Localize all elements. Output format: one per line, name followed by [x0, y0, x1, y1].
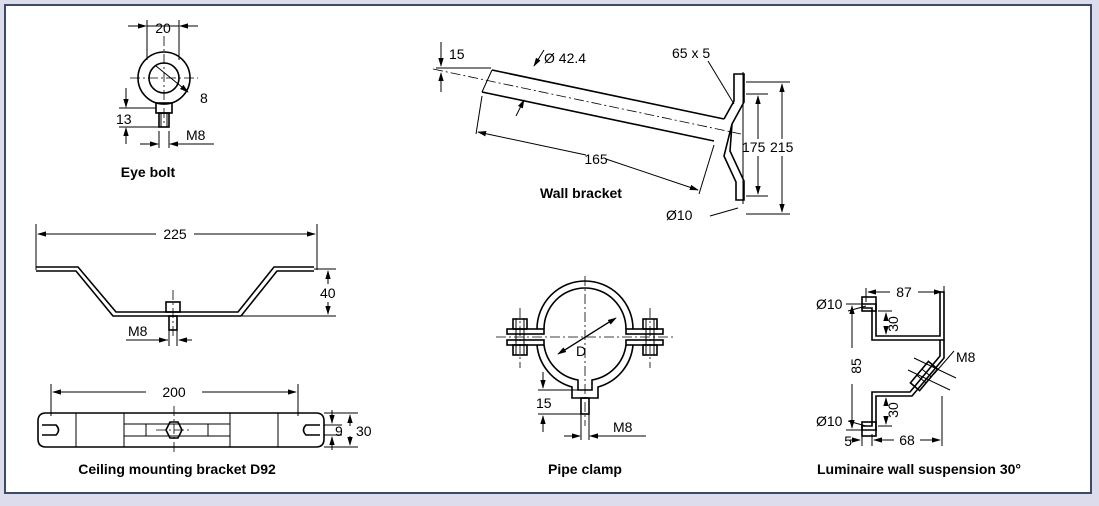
susp-bottom-hole-dim: Ø10: [816, 413, 843, 429]
ceiling-bottom-width-dim: 200: [162, 384, 186, 400]
threaded-stud: [580, 397, 590, 415]
eye-shank-dim: 13: [116, 111, 132, 127]
wall-plate: [723, 73, 745, 201]
susp-height-dim: 85: [848, 358, 864, 374]
dimension-arrow: [533, 49, 545, 67]
dimension-arrow: [605, 158, 699, 191]
extension-line: [698, 144, 715, 195]
eye-bolt-drawing: 20 8 13 M8 Eye bolt: [116, 20, 214, 180]
wall-inner-dim: 175: [742, 139, 766, 155]
ceiling-depth-dim: 30: [356, 423, 372, 439]
pipe-clamp-drawing: D 15 M8 Pipe clamp: [496, 276, 674, 477]
wall-length-dim: 165: [584, 151, 608, 167]
tube-top-edge: [491, 69, 725, 120]
pipe-clamp-caption: Pipe clamp: [548, 461, 622, 477]
wall-outer-dim: 215: [770, 139, 794, 155]
luminaire-suspension-drawing: 87 Ø10 30 85 M8 Ø10 30 5 68 Luminaire wa…: [816, 284, 1021, 477]
leader-line: [709, 207, 739, 217]
eye-bolt-width-dim: 20: [155, 20, 171, 36]
clamp-diameter-dim: D: [576, 343, 586, 359]
ceiling-top-width-dim: 225: [163, 226, 187, 242]
wall-bracket-drawing: 15 Ø 42.4 65 x 5 165 Ø10 175 215 Wall br…: [432, 42, 794, 223]
wall-angle-dim: 15: [449, 46, 465, 62]
eye-thread-dim: M8: [186, 127, 206, 143]
dimension-arrow: [155, 65, 189, 93]
wall-bracket-caption: Wall bracket: [540, 185, 622, 201]
clamp-upper-strap: [543, 287, 627, 330]
eye-bolt-caption: Eye bolt: [121, 164, 176, 180]
ceiling-height-dim: 40: [320, 285, 336, 301]
clamp-thread-dim: M8: [613, 419, 633, 435]
bolt-shank: [158, 112, 170, 128]
clamp-foot-dim: 15: [536, 395, 552, 411]
right-slot: [302, 424, 320, 436]
tube-bottom-edge: [481, 91, 715, 142]
bottom-hole: [861, 421, 877, 437]
wall-plate-dim: 65 x 5: [672, 45, 710, 61]
leader-line: [847, 420, 867, 427]
tube-end: [481, 69, 493, 93]
leader-line: [707, 60, 735, 105]
technical-drawing: 20 8 13 M8 Eye bolt 15 Ø 42.4 65 x 5 165…: [35, 20, 1021, 477]
center-slot: [123, 423, 231, 437]
dimension-arrow: [477, 131, 587, 156]
susp-width-dim: 87: [896, 284, 912, 300]
susp-base-dim: 68: [899, 432, 915, 448]
susp-bottom-leg-dim: 30: [885, 402, 901, 418]
dimension-arrow: [561, 317, 617, 353]
susp-thread-dim: M8: [956, 349, 976, 365]
wall-hole-dim: Ø10: [666, 207, 693, 223]
eye-ring-dim: 8: [200, 90, 208, 106]
susp-top-leg-dim: 30: [885, 316, 901, 332]
bracket-profile-inner: [36, 270, 314, 317]
extension-line: [475, 95, 483, 135]
dimension-arrow: [515, 99, 525, 117]
susp-offset-dim: 5: [844, 433, 852, 449]
susp-top-hole-dim: Ø10: [816, 296, 843, 312]
wall-tube-dim: Ø 42.4: [544, 50, 586, 66]
ceiling-bracket-drawing: 225 40 M8 200 9 30 Ceiling mounting brac…: [35, 224, 372, 477]
tube-centerline: [432, 68, 742, 135]
lower-bend: [861, 340, 945, 431]
ceiling-thread-dim: M8: [128, 323, 148, 339]
suspension-caption: Luminaire wall suspension 30°: [817, 461, 1021, 477]
drawing-sheet: 20 8 13 M8 Eye bolt 15 Ø 42.4 65 x 5 165…: [4, 4, 1092, 494]
leader-line: [933, 350, 955, 375]
ceiling-bracket-caption: Ceiling mounting bracket D92: [78, 461, 276, 477]
left-slot: [42, 424, 60, 436]
bracket-plan-outline: [37, 412, 325, 448]
ceiling-slot-dim: 9: [335, 423, 343, 439]
